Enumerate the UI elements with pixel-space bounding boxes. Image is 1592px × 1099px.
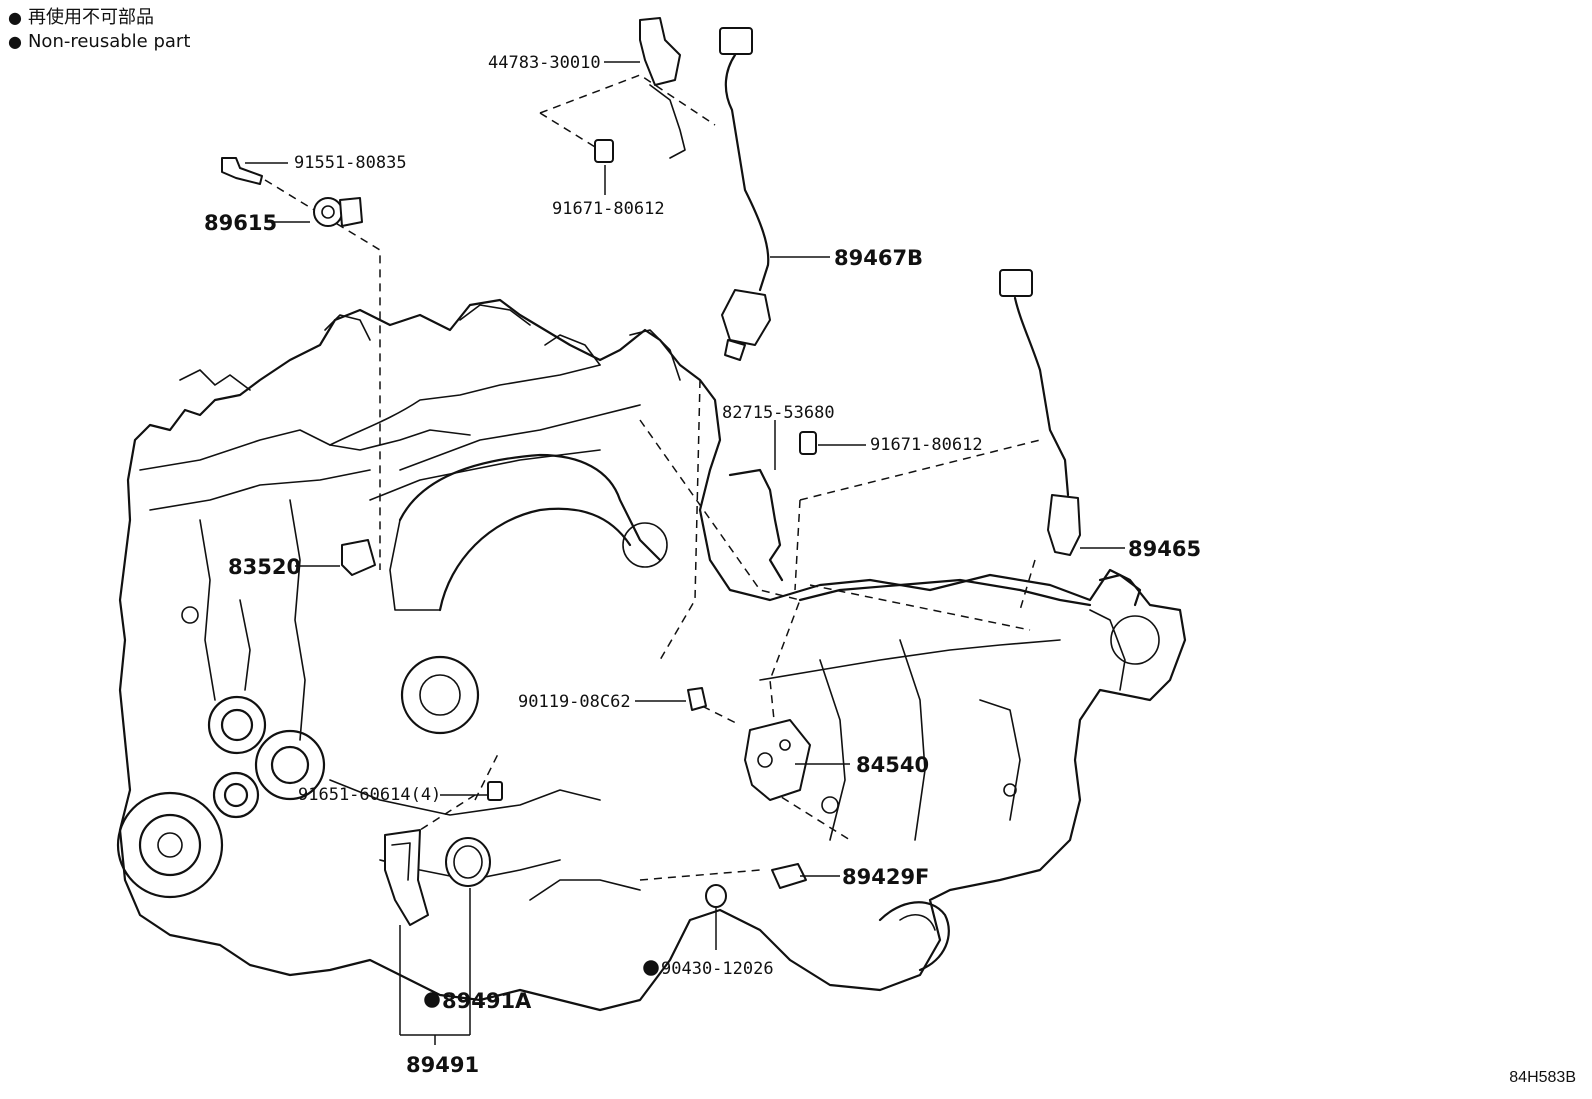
legend-row-english: ● Non-reusable part [8,30,190,54]
non-reusable-dot-icon: ● [8,8,22,27]
label-89491: 89491 [406,1053,479,1077]
parts [221,17,1081,926]
engine-outline [116,298,1187,1012]
switch-part-84540 [744,719,811,801]
bolt-part-91671-middle [799,431,817,455]
label-89467b: 89467B [834,246,923,270]
legend-japanese-text: 再使用不可部品 [27,7,154,28]
label-44783-30010: 44783-30010 [488,53,601,73]
legend-english-text: Non-reusable part [27,31,191,52]
label-91671-80612-middle: 91671-80612 [870,435,983,455]
sensor-part-89491 [384,829,429,926]
legend: ● 再使用不可部品 ● Non-reusable part [8,6,190,54]
label-91651-60614: 91651-60614(4) [298,785,441,805]
label-89465: 89465 [1128,537,1201,561]
sensor-part-89465 [1047,494,1081,556]
non-reusable-dot-icon [643,960,659,976]
label-91671-80612-upper: 91671-80612 [552,199,665,219]
bracket-part-44783 [639,17,681,86]
bracket-part-82715 [728,468,784,582]
connector-part-89467b [719,27,753,55]
knock-sensor-part-89615 [313,197,343,227]
bolt-part-91651 [487,781,503,801]
pressure-switch-part-83520 [341,539,376,576]
connector-part-89465 [999,269,1033,297]
bolt-part-90119 [687,687,707,711]
label-90119-08c62: 90119-08C62 [518,692,631,712]
leader-lines [245,61,1125,1045]
label-84540: 84540 [856,753,929,777]
callout-labels: 44783-30010 91551-80835 91671-80612 8961… [204,53,1201,1077]
non-reusable-dot-icon [424,992,440,1008]
non-reusable-dot-icon: ● [8,32,22,51]
sensor-part-89467b [721,289,771,346]
label-83520: 83520 [228,555,301,579]
diagram-code: 84H583B [1509,1069,1576,1086]
label-90430-12026: 90430-12026 [661,959,774,979]
oring-part-90430 [705,884,727,908]
bolt-part-91671-upper [594,139,614,163]
label-89429f: 89429F [842,865,929,889]
bolt-part-91551 [221,157,263,185]
legend-row-japanese: ● 再使用不可部品 [8,6,190,30]
label-82715-53680: 82715-53680 [722,403,835,423]
label-89615: 89615 [204,211,277,235]
label-89491a: 89491A [442,989,532,1013]
sensor-part-89429f [771,863,807,889]
assembly-dashed-lines [264,74,1041,881]
label-91551-80835: 91551-80835 [294,153,407,173]
gasket-part-89491a [445,837,491,887]
